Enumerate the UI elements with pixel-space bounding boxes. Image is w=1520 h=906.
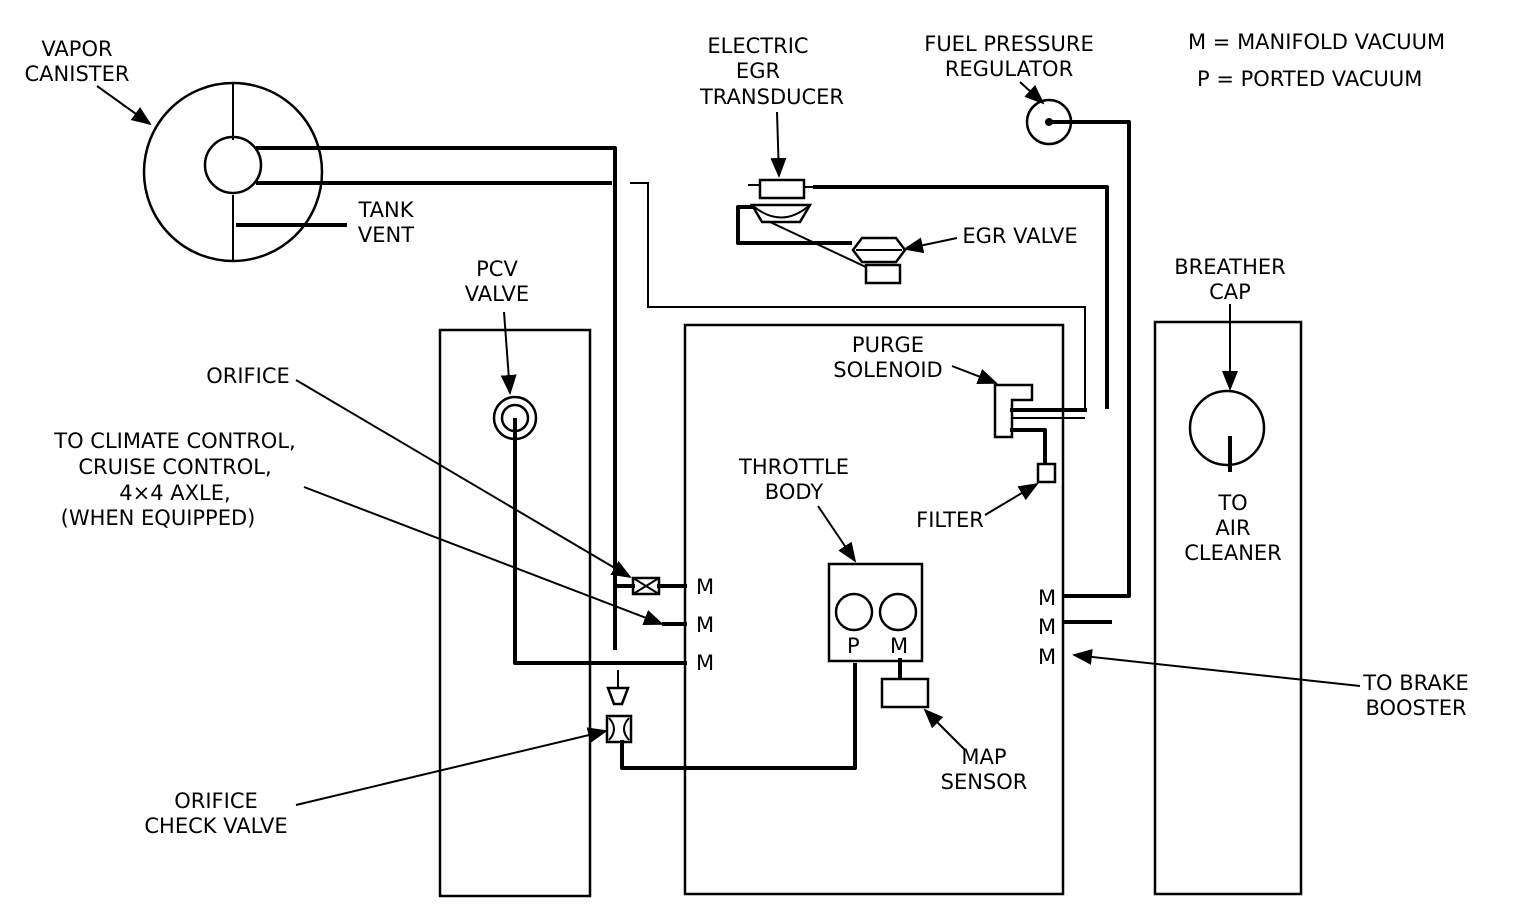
purge-solenoid-line1: PURGE — [852, 333, 924, 357]
vapor-canister-line2: CANISTER — [25, 62, 130, 86]
throttle-body-line2: BODY — [765, 480, 824, 504]
label-to-air-cleaner: TO AIR CLEANER — [1184, 491, 1282, 565]
breather-cap-line2: CAP — [1209, 280, 1251, 304]
intake-manifold — [683, 323, 1065, 896]
orifice-check-valve — [605, 670, 633, 744]
climate-control-line3: 4×4 AXLE, — [119, 481, 230, 505]
label-filter: FILTER — [916, 508, 984, 532]
label-climate-control: TO CLIMATE CONTROL, CRUISE CONTROL, 4×4 … — [53, 429, 295, 530]
purge-solenoid — [993, 383, 1087, 466]
pcv-valve-line1: PCV — [476, 257, 518, 281]
label-pcv-valve: PCV VALVE — [465, 257, 529, 306]
leader-purge-solenoid — [951, 365, 998, 384]
map-sensor-line2: SENSOR — [941, 770, 1028, 794]
purge-filter — [1036, 462, 1057, 484]
check-valve-line1: ORIFICE — [174, 789, 258, 813]
purge-solenoid-line2: SOLENOID — [833, 358, 942, 382]
legend-ported-vacuum: P = PORTED VACUUM — [1197, 67, 1422, 91]
left-cylinder-bank — [438, 328, 592, 898]
leader-filter — [984, 482, 1039, 516]
label-tank-vent: TANK VENT — [357, 198, 414, 247]
leader-orifice — [295, 379, 632, 579]
fuel-regulator-line2: REGULATOR — [945, 57, 1073, 81]
egr-transducer — [748, 178, 815, 224]
throttle-body-line1: THROTTLE — [738, 455, 849, 479]
leader-egr-transducer — [770, 111, 787, 178]
label-orifice-check-valve: ORIFICE CHECK VALVE — [144, 789, 287, 838]
egr-valve — [851, 236, 907, 285]
label-purge-solenoid: PURGE SOLENOID — [833, 333, 942, 382]
leader-climate-control — [303, 486, 664, 626]
label-fuel-pressure-regulator: FUEL PRESSURE REGULATOR — [924, 32, 1094, 81]
breather-cap-line1: BREATHER — [1174, 255, 1285, 279]
canister-to-purge-hose — [630, 182, 1086, 410]
legend-manifold-vacuum: M = MANIFOLD VACUUM — [1188, 30, 1445, 54]
climate-control-line4: (WHEN EQUIPPED) — [61, 506, 256, 530]
legend: M = MANIFOLD VACUUM P = PORTED VACUUM — [1188, 30, 1445, 91]
breather-cap — [1188, 389, 1266, 467]
right-cylinder-bank — [1153, 320, 1303, 896]
egr-transducer-line2: EGR — [736, 59, 780, 83]
throttle-body — [827, 562, 924, 663]
leader-map-sensor — [923, 708, 966, 751]
brake-booster-line1: TO BRAKE — [1362, 671, 1469, 695]
tank-vent-line2: VENT — [358, 223, 414, 247]
port-label-left-top: M — [696, 575, 714, 599]
port-label-right-top: M — [1038, 586, 1056, 610]
label-to-brake-booster: TO BRAKE BOOSTER — [1362, 671, 1469, 720]
pcv-valve-line2: VALVE — [465, 282, 529, 306]
climate-control-line1: TO CLIMATE CONTROL, — [53, 429, 295, 453]
label-orifice: ORIFICE — [206, 364, 290, 388]
leader-orifice-check-valve — [295, 727, 608, 806]
vapor-canister-line1: VAPOR — [41, 37, 112, 61]
egr-control-hose — [736, 205, 852, 245]
label-map-sensor: MAP SENSOR — [941, 745, 1028, 794]
brake-booster-line2: BOOSTER — [1365, 696, 1466, 720]
leader-egr-valve — [903, 237, 958, 254]
label-throttle-body: THROTTLE BODY — [738, 455, 849, 504]
map-sensor-line1: MAP — [961, 745, 1006, 769]
label-electric-egr-transducer: ELECTRIC EGR TRANSDUCER — [699, 34, 844, 109]
canister-purge-hose — [256, 146, 617, 650]
throttle-ported-vacuum-hose — [620, 663, 857, 770]
leader-vapor-canister — [96, 85, 152, 126]
tank-vent-line1: TANK — [357, 198, 414, 222]
port-label-right-mid: M — [1038, 615, 1056, 639]
air-cleaner-line1: TO — [1217, 491, 1247, 515]
fuel-regulator-line1: FUEL PRESSURE — [924, 32, 1094, 56]
egr-transducer-line1: ELECTRIC — [707, 34, 808, 58]
port-label-left-mid: M — [696, 613, 714, 637]
label-breather-cap: BREATHER CAP — [1174, 255, 1285, 304]
throttle-port-m: M — [890, 634, 908, 658]
leader-pcv-valve — [500, 311, 517, 395]
egr-transducer-line3: TRANSDUCER — [699, 85, 844, 109]
port-label-left-bottom: M — [696, 651, 714, 675]
check-valve-line2: CHECK VALVE — [144, 814, 287, 838]
vapor-canister — [142, 81, 324, 263]
map-sensor — [880, 677, 930, 709]
fuel-regulator-vacuum-hose — [1047, 120, 1131, 598]
orifice-fitting — [613, 576, 687, 596]
pcv-hose — [513, 418, 687, 665]
port-label-right-bottom: M — [1038, 645, 1056, 669]
throttle-port-p: P — [847, 634, 860, 658]
leader-brake-booster — [1072, 648, 1361, 687]
air-cleaner-line2: AIR — [1215, 516, 1250, 540]
climate-control-line2: CRUISE CONTROL, — [78, 455, 271, 479]
egr-transducer-vacuum-hose — [813, 185, 1109, 409]
air-cleaner-line3: CLEANER — [1184, 541, 1282, 565]
label-egr-valve: EGR VALVE — [962, 224, 1077, 248]
leader-fuel-pressure-regulator — [1019, 81, 1045, 105]
leader-throttle-body — [817, 505, 857, 563]
vapor-canister-hub — [203, 135, 263, 195]
label-vapor-canister: VAPOR CANISTER — [25, 37, 130, 86]
